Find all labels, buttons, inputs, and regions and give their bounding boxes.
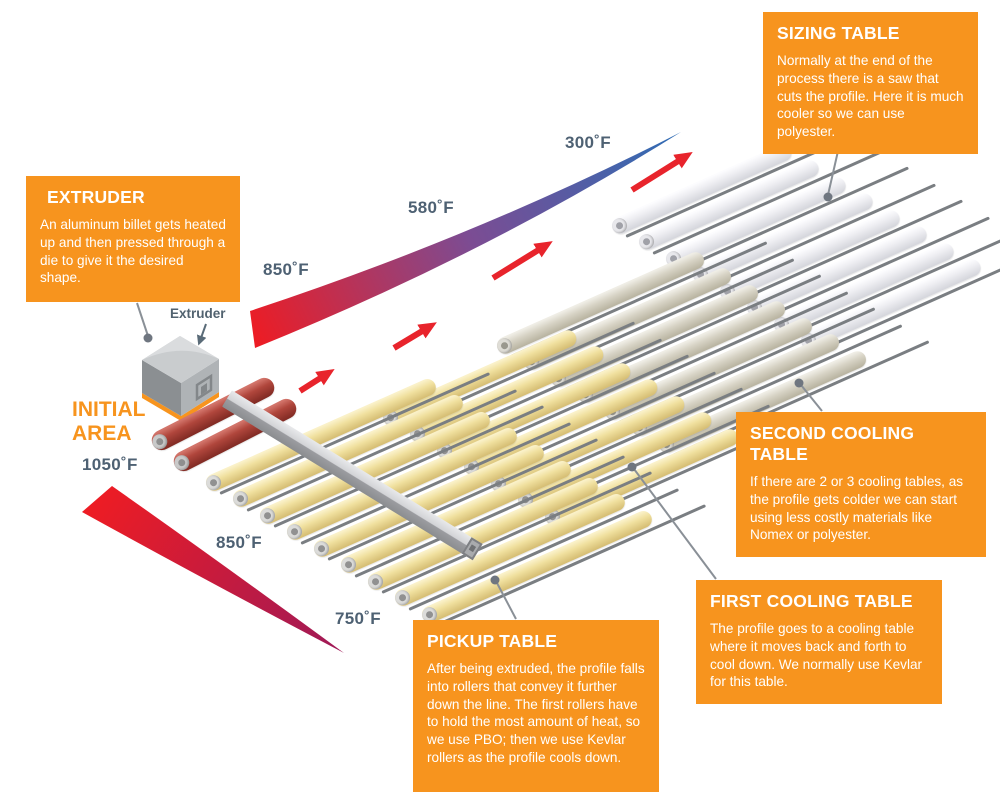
callout-title: SIZING TABLE: [777, 23, 900, 43]
callout-body: If there are 2 or 3 cooling tables, as t…: [750, 474, 964, 543]
temperature-label: 580˚F: [408, 198, 454, 217]
callout-pickup-table: PICKUP TABLE After being extruded, the p…: [413, 620, 659, 792]
callout-title: EXTRUDER: [47, 187, 145, 207]
temperature-label: 300˚F: [565, 133, 611, 152]
temperature-label: 850˚F: [216, 533, 262, 552]
callout-body: An aluminum billet gets heated up and th…: [40, 217, 226, 286]
callout-title: FIRST COOLING TABLE: [710, 591, 913, 611]
callout-sizing-table: SIZING TABLE Normally at the end of the …: [763, 12, 978, 154]
callout-second-cooling-table: SECOND COOLING TABLE If there are 2 or 3…: [736, 412, 986, 558]
callout-title: SECOND COOLING TABLE: [750, 423, 915, 464]
temperature-label: 750˚F: [335, 609, 381, 628]
callout-title: PICKUP TABLE: [427, 631, 558, 651]
callout-first-cooling-table: FIRST COOLING TABLE The profile goes to …: [696, 580, 942, 705]
callout-body: After being extruded, the profile falls …: [427, 661, 645, 765]
callout-extruder: EXTRUDER An aluminum billet gets heated …: [26, 176, 240, 302]
callout-body: The profile goes to a cooling table wher…: [710, 621, 923, 690]
callout-body: Normally at the end of the process there…: [777, 53, 964, 140]
temperature-label: 850˚F: [263, 260, 309, 279]
extruder-pointer-label: Extruder: [170, 306, 226, 321]
initial-area-label: INITIAL AREA: [72, 398, 146, 445]
temperature-label: 1050˚F: [82, 455, 138, 474]
